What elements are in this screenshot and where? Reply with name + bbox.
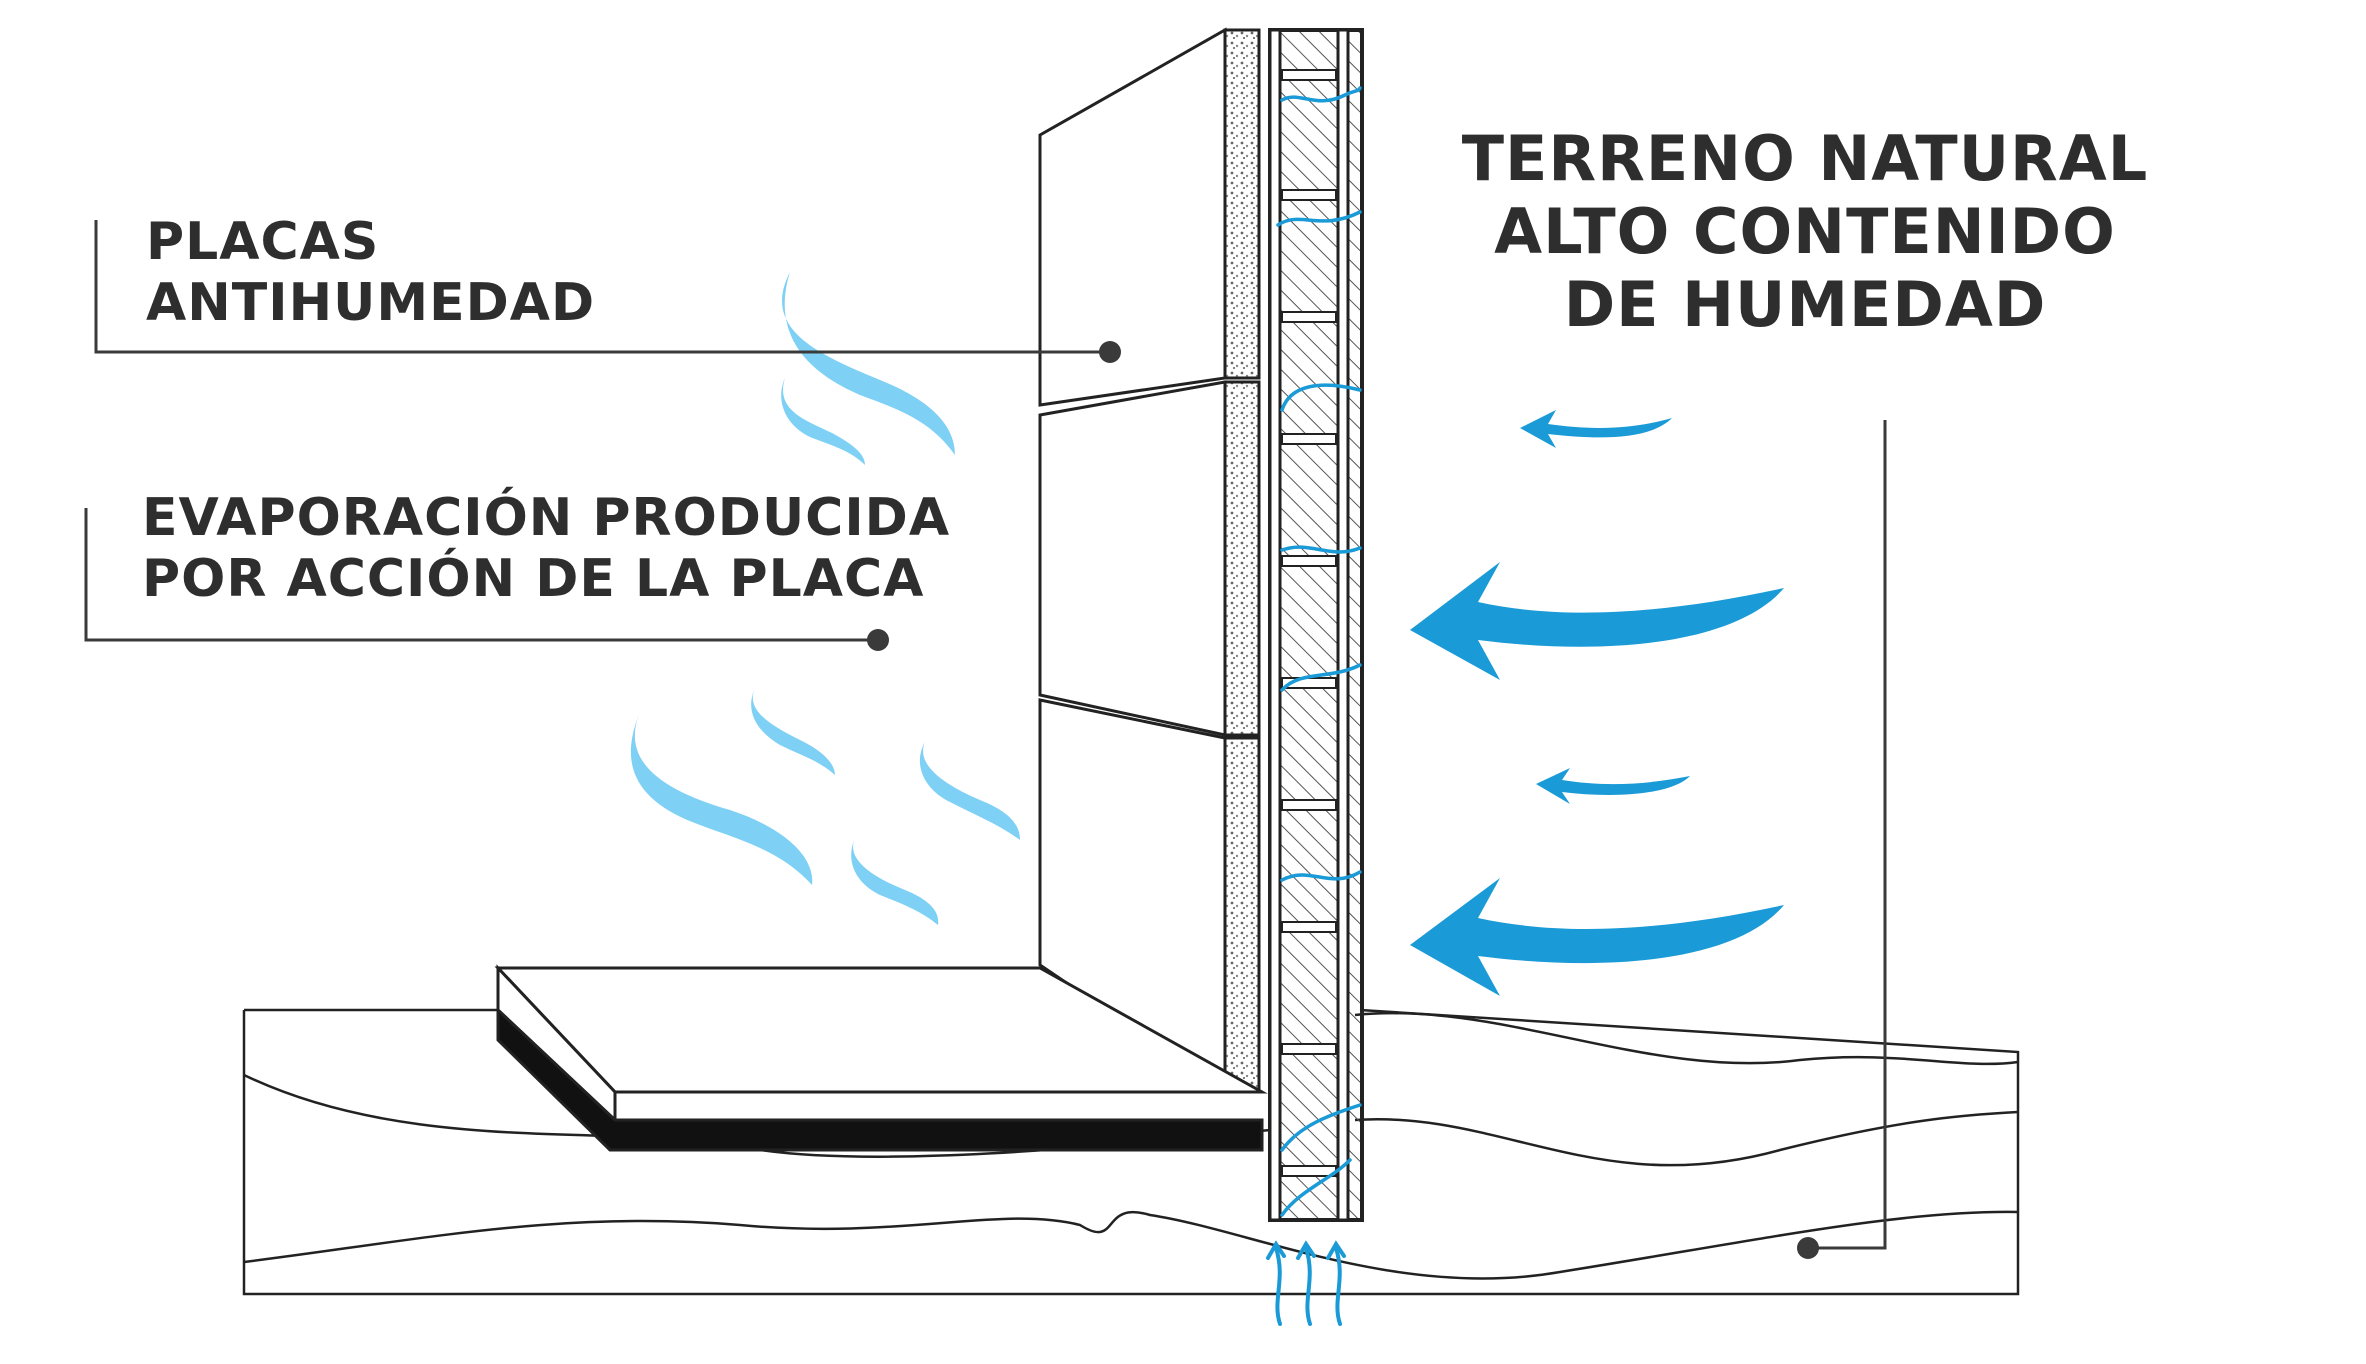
label-terreno-line3: DE HUMEDAD (1563, 268, 2047, 342)
label-evaporacion-line2: POR ACCIÓN DE LA PLACA (142, 549, 925, 610)
leader-evaporacion (84, 508, 889, 651)
anti-humidity-panels (1038, 27, 1261, 1093)
vapor-icon (630, 272, 1020, 925)
label-terreno-line1: TERRENO NATURAL (1461, 122, 2149, 195)
label-placas-line2: ANTIHUMEDAD (146, 273, 596, 334)
label-terreno-natural: TERRENO NATURAL ALTO CONTENIDO DE HUMEDA… (1455, 122, 2155, 341)
rising-moisture-icon (1266, 1240, 1346, 1326)
label-placas-line1: PLACAS (146, 212, 380, 272)
moisture-arrow-icon (1410, 410, 1784, 996)
leader-placas (94, 220, 1121, 363)
label-evaporacion-line1: EVAPORACIÓN PRODUCIDA (142, 488, 951, 548)
foundation-wall (1268, 28, 1364, 1222)
label-terreno-line2: ALTO CONTENIDO (1494, 195, 2116, 269)
floor-slab (494, 964, 1268, 1152)
infiltration-lines (1276, 86, 1362, 1217)
label-evaporacion: EVAPORACIÓN PRODUCIDA POR ACCIÓN DE LA P… (142, 488, 950, 611)
label-placas-antihumedad: PLACAS ANTIHUMEDAD (146, 212, 595, 335)
leader-terreno (1797, 420, 1887, 1259)
